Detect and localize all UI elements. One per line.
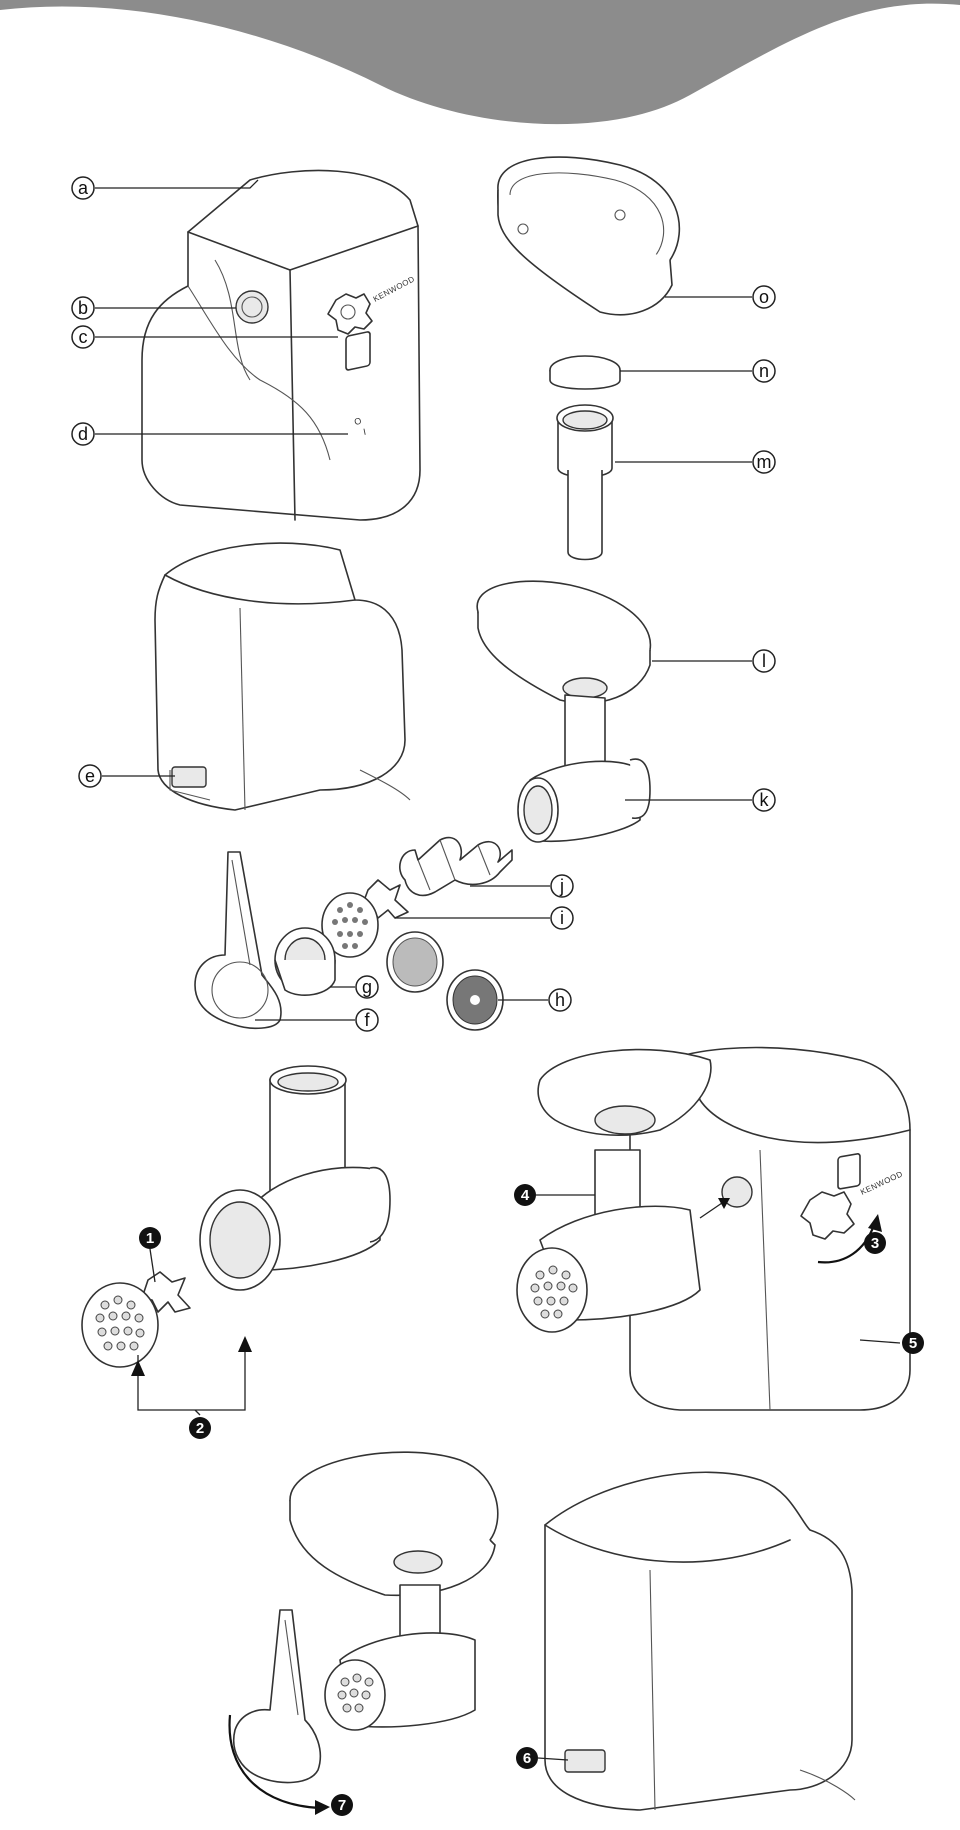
svg-text:e: e bbox=[85, 766, 95, 786]
power-switch-icon bbox=[345, 331, 371, 371]
svg-text:f: f bbox=[364, 1010, 370, 1030]
callout-i bbox=[550, 906, 574, 930]
mincer-head bbox=[476, 580, 652, 843]
step-5 bbox=[902, 1332, 924, 1354]
fitting-view: KENWOOD bbox=[516, 1046, 911, 1411]
pusher-cap bbox=[549, 355, 621, 390]
step-callouts: 1 2 3 4 5 6 7 bbox=[139, 1184, 924, 1816]
callout-a bbox=[71, 176, 95, 200]
pusher bbox=[556, 404, 614, 561]
tray bbox=[497, 156, 681, 316]
step-4 bbox=[514, 1184, 536, 1206]
callout-f bbox=[355, 1008, 379, 1032]
svg-text:j: j bbox=[559, 876, 564, 896]
ring-nut bbox=[274, 927, 336, 996]
svg-text:h: h bbox=[555, 990, 565, 1010]
spanner bbox=[194, 851, 282, 1030]
motor-unit-front: KENWOOD O I bbox=[141, 169, 421, 521]
callout-b bbox=[71, 296, 95, 320]
svg-text:o: o bbox=[759, 287, 769, 307]
callout-m bbox=[752, 450, 776, 474]
callout-e bbox=[78, 764, 102, 788]
step-2 bbox=[189, 1417, 211, 1439]
svg-text:i: i bbox=[560, 908, 564, 928]
release-knob-icon bbox=[327, 293, 373, 335]
svg-text:3: 3 bbox=[871, 1235, 879, 1252]
part-callouts: a b c d e f g h i j bbox=[71, 176, 776, 1032]
step-3 bbox=[864, 1232, 886, 1254]
worm-screw bbox=[399, 836, 513, 897]
svg-text:1: 1 bbox=[146, 1230, 154, 1247]
removal-view bbox=[228, 1451, 856, 1815]
svg-text:n: n bbox=[759, 361, 769, 381]
svg-text:b: b bbox=[78, 298, 88, 318]
callout-d bbox=[71, 422, 95, 446]
header-wave-banner bbox=[0, 0, 960, 125]
callout-l bbox=[752, 649, 776, 673]
svg-text:c: c bbox=[79, 327, 88, 347]
step-1 bbox=[139, 1227, 161, 1249]
svg-text:O: O bbox=[353, 416, 362, 427]
svg-text:d: d bbox=[78, 424, 88, 444]
callout-n bbox=[752, 359, 776, 383]
svg-text:2: 2 bbox=[196, 1420, 204, 1437]
callout-o bbox=[752, 285, 776, 309]
svg-text:l: l bbox=[762, 651, 766, 671]
svg-text:a: a bbox=[78, 178, 89, 198]
mincing-screens bbox=[321, 892, 504, 1031]
svg-text:7: 7 bbox=[338, 1797, 346, 1814]
svg-text:5: 5 bbox=[909, 1335, 917, 1352]
svg-text:4: 4 bbox=[521, 1187, 530, 1204]
step-7 bbox=[331, 1794, 353, 1816]
svg-text:6: 6 bbox=[523, 1750, 531, 1767]
svg-text:k: k bbox=[760, 790, 770, 810]
assembly-view bbox=[81, 1065, 391, 1416]
callout-h bbox=[548, 988, 572, 1012]
svg-text:g: g bbox=[362, 977, 372, 997]
drive-outlet-icon bbox=[235, 290, 269, 324]
motor-unit-rear bbox=[154, 542, 411, 811]
callout-c bbox=[71, 325, 95, 349]
callout-k bbox=[752, 788, 776, 812]
step-6 bbox=[516, 1747, 538, 1769]
svg-text:I: I bbox=[362, 427, 367, 437]
svg-text:m: m bbox=[757, 452, 772, 472]
callout-g bbox=[355, 975, 379, 999]
callout-j bbox=[550, 874, 574, 898]
